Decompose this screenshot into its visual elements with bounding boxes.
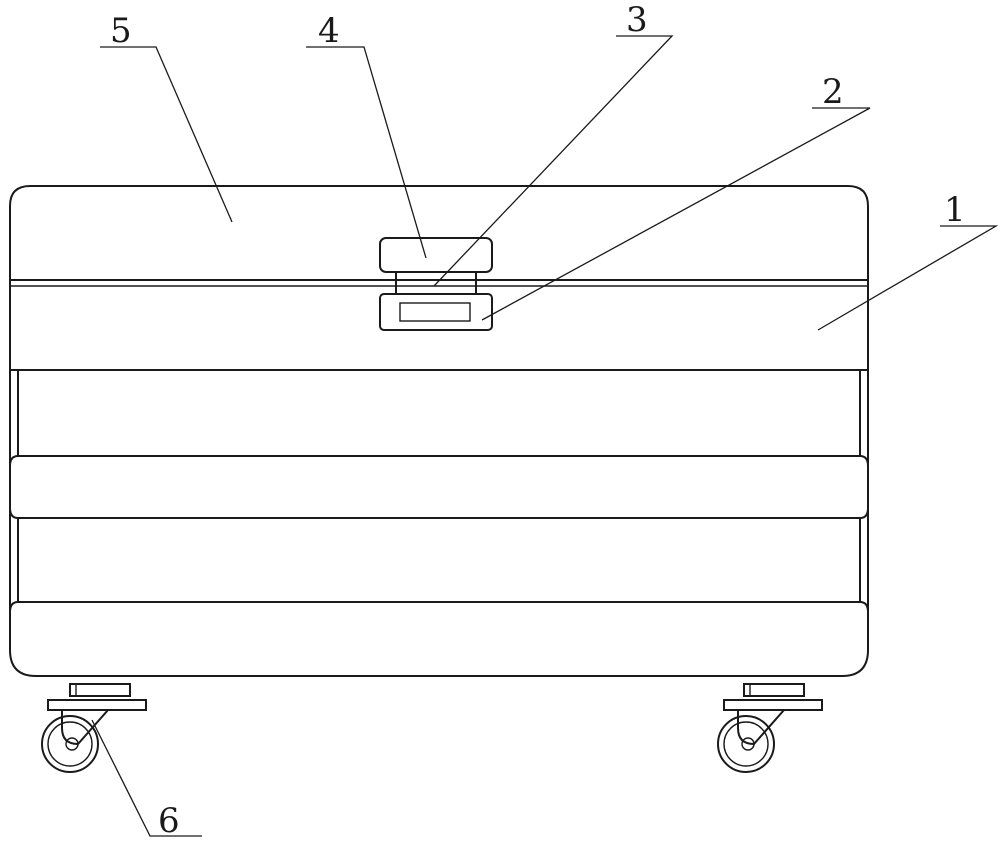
latch-assembly bbox=[379, 237, 493, 331]
caster-left-wheel bbox=[41, 715, 99, 773]
caster-left-wheel-inner bbox=[47, 721, 93, 767]
leader-3 bbox=[433, 35, 674, 287]
caster-left bbox=[41, 683, 147, 773]
leader-4 bbox=[306, 46, 427, 259]
label-2: 2 bbox=[822, 72, 844, 112]
caster-right-axle bbox=[741, 737, 755, 751]
caster-right bbox=[717, 683, 823, 773]
label-6: 6 bbox=[158, 801, 180, 841]
caster-left-plate bbox=[47, 699, 147, 711]
leader-1 bbox=[817, 225, 999, 331]
caster-right-stem bbox=[743, 683, 805, 697]
caster-right-plate bbox=[723, 699, 823, 711]
bottom-rib-left bbox=[9, 601, 19, 613]
label-5: 5 bbox=[110, 11, 132, 51]
leader-6 bbox=[91, 719, 202, 837]
part-labels: 5 4 3 2 1 6 bbox=[110, 0, 966, 841]
caster-left-stem bbox=[69, 683, 131, 697]
case-body-outline bbox=[9, 185, 869, 677]
case-body bbox=[9, 185, 869, 677]
latch-plate bbox=[379, 293, 493, 331]
caster-right-wheel bbox=[717, 715, 775, 773]
bottom-rib bbox=[18, 601, 869, 613]
label-1: 1 bbox=[944, 190, 966, 230]
leader-lines bbox=[91, 35, 999, 837]
lower-band bbox=[17, 518, 861, 602]
caster-right-wheel-inner bbox=[723, 721, 769, 767]
latch-window bbox=[399, 302, 471, 322]
leader-2 bbox=[481, 107, 871, 321]
label-4: 4 bbox=[318, 11, 340, 51]
caster-left-axle bbox=[65, 737, 79, 751]
upper-band bbox=[10, 369, 868, 456]
middle-rib bbox=[9, 455, 869, 519]
label-3: 3 bbox=[626, 0, 648, 40]
leader-5 bbox=[100, 46, 233, 223]
